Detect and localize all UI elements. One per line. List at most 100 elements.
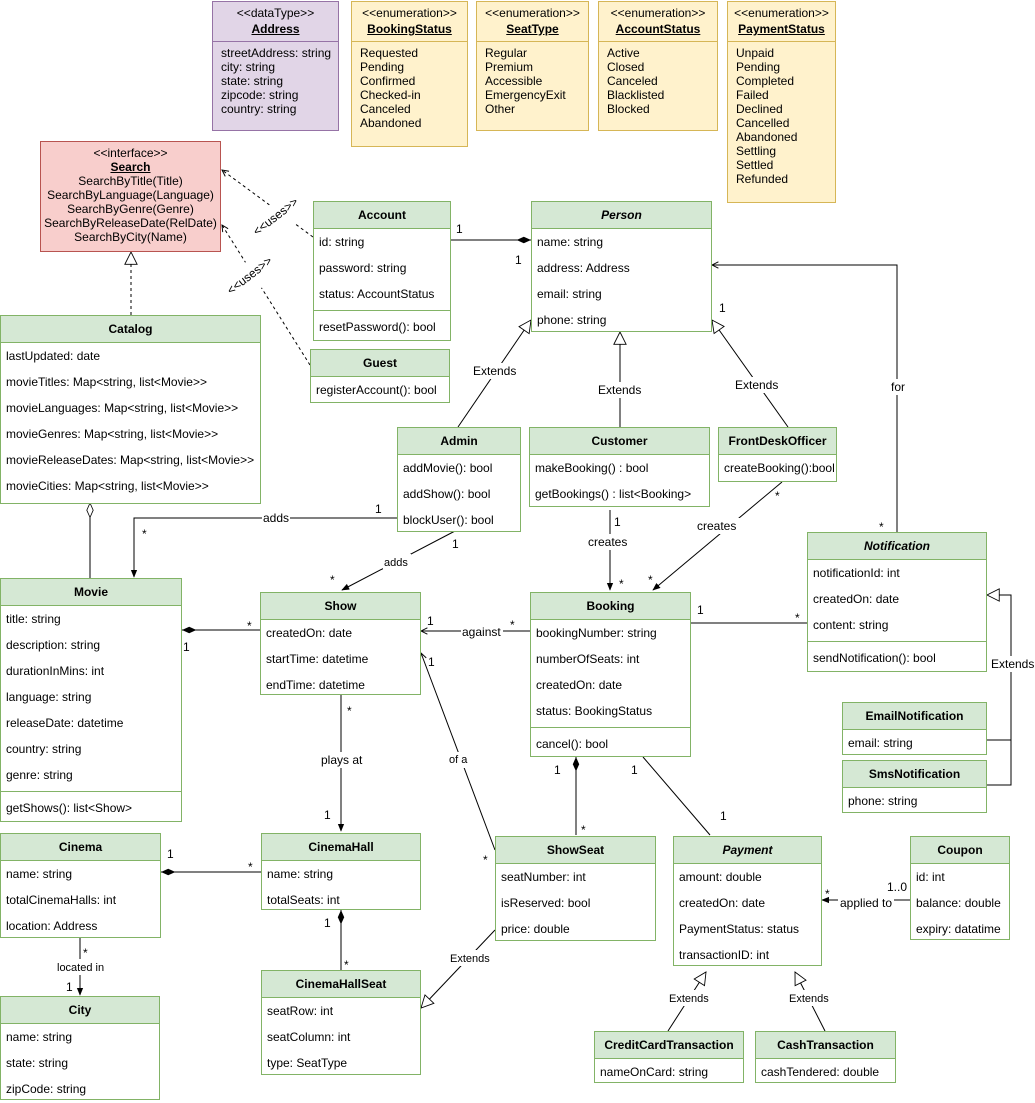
- class-attribute: createdOn: date: [679, 896, 766, 910]
- list-item: Other: [485, 102, 516, 116]
- class-name: CashTransaction: [756, 1032, 895, 1059]
- mult-show-booking-1: 1: [427, 614, 434, 628]
- list-item: Completed: [736, 74, 795, 88]
- class-attribute: startTime: datetime: [266, 652, 369, 666]
- class-attribute: totalSeats: int: [267, 893, 340, 907]
- list-item: Closed: [607, 60, 645, 74]
- class-name: Show: [261, 593, 420, 620]
- list-item: Premium: [485, 60, 534, 74]
- list-item: Abandoned: [360, 116, 422, 130]
- cash-transaction-class: CashTransaction cashTendered: double: [755, 1031, 896, 1083]
- class-attribute: password: string: [319, 261, 407, 275]
- mult-booking-payment-1: 1: [631, 763, 638, 777]
- list-item: Blocked: [607, 102, 650, 116]
- class-attribute: amount: double: [679, 870, 762, 884]
- list-item: Confirmed: [360, 74, 416, 88]
- class-name: City: [1, 997, 159, 1024]
- class-name: SmsNotification: [843, 761, 986, 788]
- class-attribute: email: string: [537, 287, 602, 301]
- mult-booking-many-a: *: [619, 577, 624, 591]
- list-item: Canceled: [360, 102, 411, 116]
- label-adds-show: adds: [384, 557, 408, 569]
- list-item: Active: [607, 46, 640, 60]
- class-attribute: name: string: [267, 867, 334, 881]
- class-name: Person: [532, 202, 711, 229]
- class-attribute: zipCode: string: [6, 1082, 87, 1096]
- stereotype: <<interface>>: [93, 146, 168, 160]
- class-attribute: language: string: [6, 690, 92, 704]
- mult-movie-show-1: 1: [183, 640, 190, 654]
- class-attribute: seatColumn: int: [267, 1030, 351, 1044]
- interface-name: Search: [110, 160, 151, 174]
- edge-sms-extends-notification: [987, 740, 1012, 786]
- mult-payment-booking-1: 1: [720, 809, 727, 823]
- list-item: SearchByReleaseDate(RelDate): [44, 216, 217, 230]
- list-item: Pending: [736, 60, 781, 74]
- label-creates-frontdesk: creates: [697, 519, 736, 533]
- mult-show-hall-many: *: [347, 704, 352, 718]
- stereotype: <<enumeration>>: [485, 6, 580, 20]
- list-item: EmergencyExit: [485, 88, 566, 102]
- edge-frontdesk-extends-person: [712, 320, 789, 428]
- class-attribute: seatRow: int: [267, 1004, 334, 1018]
- class-attribute: expiry: datatime: [916, 922, 1001, 936]
- search-interface: <<interface>> Search SearchByTitle(Title…: [40, 141, 221, 252]
- list-item: SearchByGenre(Genre): [67, 202, 194, 216]
- mult-hallseat-hall-many: *: [344, 958, 349, 972]
- label-applied-to: applied to: [840, 896, 892, 910]
- class-attribute: name: string: [6, 867, 73, 881]
- type-name: Address: [213, 21, 338, 42]
- label-located-in: located in: [57, 962, 104, 974]
- stereotype: <<dataType>>: [236, 6, 315, 20]
- mult-show-movie-many: *: [247, 619, 252, 633]
- class-attribute: movieReleaseDates: Map<string, list<Movi…: [6, 453, 255, 467]
- class-attribute: status: AccountStatus: [319, 287, 435, 301]
- class-attribute: movieLanguages: Map<string, list<Movie>>: [6, 401, 239, 415]
- edge-showseat-ofa-show: [421, 653, 496, 851]
- class-attribute: state: string: [6, 1056, 69, 1070]
- class-attribute: content: string: [813, 618, 889, 632]
- class-attribute: seatNumber: int: [501, 870, 586, 884]
- class-attribute: title: string: [6, 612, 61, 626]
- class-name: CreditCardTransaction: [595, 1032, 743, 1059]
- list-item: Checked-in: [360, 88, 421, 102]
- class-attribute: totalCinemaHalls: int: [6, 893, 117, 907]
- mult-account-person-1a: 1: [456, 222, 463, 236]
- edge-notification-for-person: [712, 265, 898, 532]
- class-attribute: address: Address: [537, 261, 630, 275]
- label-extends-customer: Extends: [598, 383, 641, 397]
- class-name: Coupon: [911, 837, 1009, 864]
- mult-city-cinema-1: 1: [66, 980, 73, 994]
- list-item: Cancelled: [736, 116, 790, 130]
- class-attribute: releaseDate: datetime: [6, 716, 124, 730]
- label-extends-admin: Extends: [473, 364, 516, 378]
- list-item: Regular: [485, 46, 528, 60]
- class-attribute: balance: double: [916, 896, 1001, 910]
- class-attribute: price: double: [501, 922, 570, 936]
- class-attribute: cashTendered: double: [761, 1065, 880, 1079]
- list-item: Settling: [736, 144, 777, 158]
- class-attribute: createBooking():bool: [724, 461, 835, 475]
- label-extends-notification: Extends: [991, 657, 1034, 671]
- type-name: SeatType: [477, 21, 588, 42]
- mult-hall-hallseat-1: 1: [324, 916, 331, 930]
- list-item: SearchByTitle(Title): [78, 174, 183, 188]
